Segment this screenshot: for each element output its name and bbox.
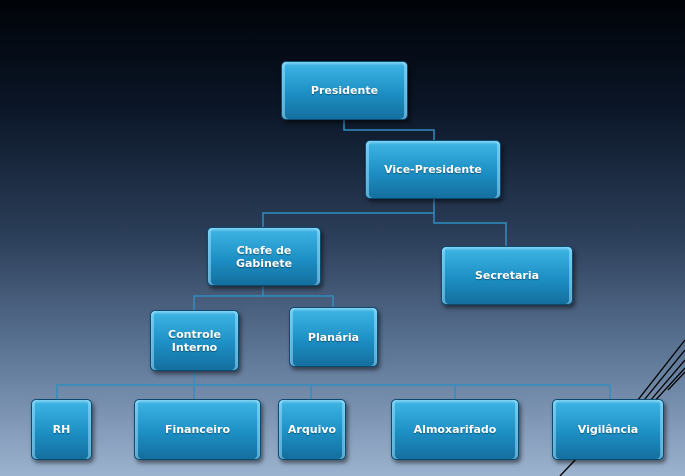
node-vice-presidente: Vice-Presidente [365, 140, 501, 199]
connector-bottom-bus [56, 384, 611, 399]
node-label: Almoxarifado [413, 423, 497, 436]
node-label: Arquivo [287, 423, 337, 436]
node-planaria: Planária [289, 307, 378, 367]
connector-vice-secretaria [433, 213, 507, 246]
node-almoxarifado: Almoxarifado [391, 399, 519, 460]
node-vigilancia: Vigilância [552, 399, 664, 460]
node-label: RH [52, 423, 71, 436]
node-presidente: Presidente [281, 61, 408, 120]
node-chefe-de-gabinete: Chefe de Gabinete [207, 227, 321, 286]
node-label: Secretaria [474, 269, 540, 282]
connector-vice-chefe [262, 199, 435, 227]
node-rh: RH [31, 399, 92, 460]
node-arquivo: Arquivo [278, 399, 346, 460]
node-controle-interno: Controle Interno [150, 310, 239, 371]
connector-chefe-controle [193, 286, 264, 310]
connector-chefe-planaria [263, 295, 334, 307]
node-secretaria: Secretaria [441, 246, 573, 305]
node-label: Chefe de Gabinete [235, 243, 293, 270]
node-label: Controle Interno [168, 327, 221, 354]
connector-presidente-vice [343, 120, 435, 140]
node-label: Vigilância [577, 423, 639, 436]
node-financeiro: Financeiro [134, 399, 261, 460]
node-label: Vice-Presidente [384, 163, 482, 176]
node-label: Planária [307, 330, 360, 344]
node-label: Presidente [310, 84, 379, 97]
node-label: Financeiro [164, 423, 231, 436]
